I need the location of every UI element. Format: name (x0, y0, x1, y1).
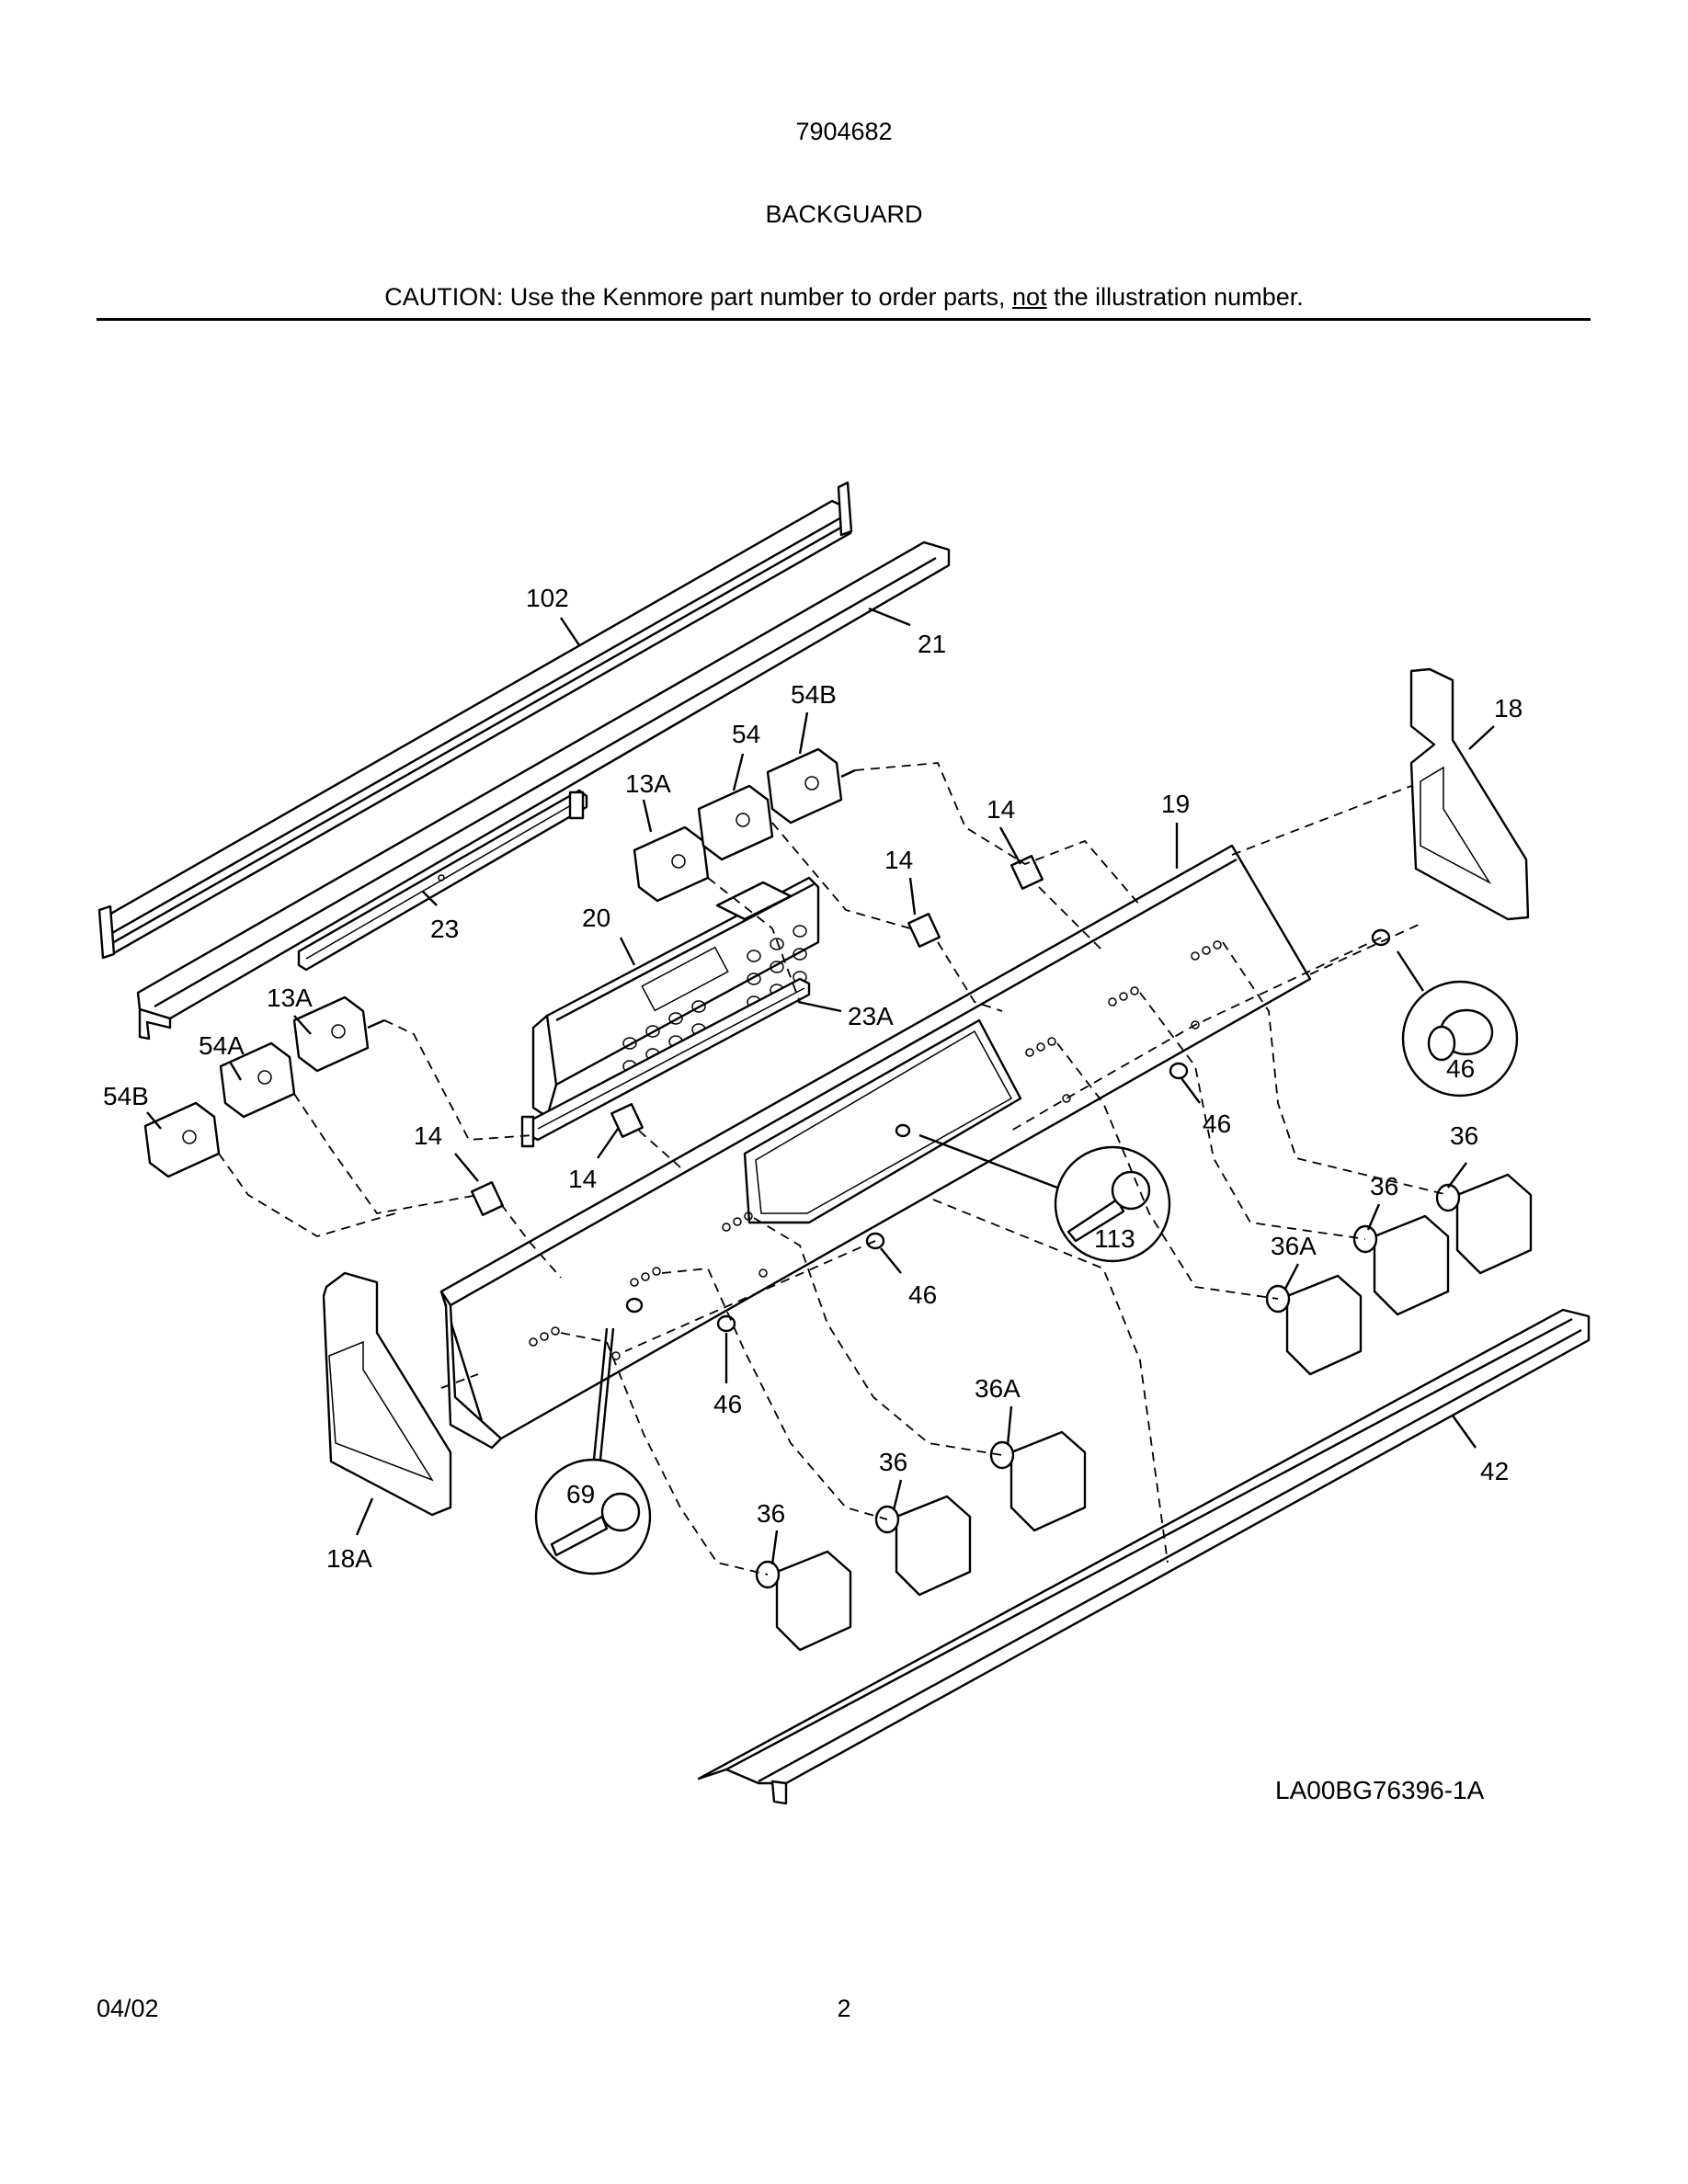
panel-mount-holes (529, 940, 1222, 1360)
caution-note: CAUTION: Use the Kenmore part number to … (0, 283, 1688, 312)
model-number: 7904682 (795, 118, 893, 145)
part-18a-left-end-cap (322, 1271, 452, 1517)
section-title: BACKGUARD (765, 200, 923, 228)
callout-54b-top: 54B (791, 680, 837, 709)
callout-18: 18 (1494, 694, 1523, 722)
switch-13a-top (633, 825, 710, 903)
callout-36a-mid: 36A (975, 1374, 1021, 1403)
callout-46-b: 46 (1446, 1054, 1475, 1083)
part-18-right-end-cap (1409, 667, 1530, 921)
callout-36a-right: 36A (1271, 1232, 1317, 1260)
callout-14-b: 14 (884, 846, 913, 874)
callout-18a: 18A (326, 1544, 372, 1573)
caution-suffix: the illustration number. (1046, 283, 1304, 311)
caution-prefix: CAUTION: Use the Kenmore part number to … (384, 283, 1013, 311)
screw-46-right (1169, 1062, 1189, 1080)
clip-14-upper-mid (907, 913, 941, 948)
callout-13a-left: 13A (267, 984, 313, 1012)
callout-69: 69 (566, 1480, 595, 1508)
detail-46-magnified (1396, 950, 1519, 1098)
caution-emphasis: not (1012, 283, 1047, 311)
part-21-channel (136, 540, 951, 1041)
switch-54b-left (143, 1101, 221, 1178)
callout-54a-left: 54A (199, 1031, 245, 1060)
callout-54b-left: 54B (103, 1082, 149, 1110)
part-23-bracket (297, 789, 588, 972)
callout-leader-lines (146, 607, 1495, 1565)
knob-36-right (1352, 1214, 1450, 1316)
switch-54-top (697, 784, 774, 861)
callout-46-a: 46 (1203, 1109, 1231, 1138)
clip-14-lower-mid (610, 1103, 644, 1138)
detail-113-magnified (918, 1133, 1171, 1263)
part-102-trim-rail (97, 481, 853, 960)
callout-23a: 23A (848, 1002, 894, 1030)
callout-102: 102 (526, 584, 569, 612)
callout-20: 20 (582, 904, 610, 932)
clip-14-lower-left (471, 1181, 504, 1216)
screw-46-low (716, 1314, 736, 1333)
part-19-backguard-panel (439, 844, 1312, 1450)
footer-date: 04/02 (97, 1995, 159, 2022)
callout-36-d: 36 (757, 1499, 785, 1528)
callout-14-c: 14 (414, 1121, 442, 1150)
callout-113: 113 (1094, 1224, 1135, 1253)
callout-19: 19 (1161, 790, 1190, 818)
drawing-id: LA00BG76396-1A (1275, 1776, 1485, 1804)
callout-14-d: 14 (568, 1165, 597, 1193)
knob-36-mid (874, 1495, 972, 1597)
detail-69-magnified (534, 1327, 652, 1575)
assembly-guide-lines (218, 762, 1449, 1575)
callout-labels: 102 21 23 20 23A 13A 54 54B 14 14 19 18 … (103, 584, 1523, 1804)
callout-36-b: 36 (1370, 1172, 1398, 1200)
header-rule (97, 318, 1591, 321)
callout-54-top: 54 (732, 720, 760, 748)
part-42-bottom-trim (697, 1308, 1591, 1805)
knob-36a-mid (989, 1430, 1087, 1532)
knob-36-left (755, 1550, 852, 1652)
switch-13a-left (292, 995, 385, 1073)
callout-13a-top: 13A (625, 769, 671, 798)
knob-36a-right (1265, 1274, 1363, 1376)
callout-46-d: 46 (713, 1390, 742, 1418)
callout-42: 42 (1480, 1457, 1509, 1485)
callout-21: 21 (918, 630, 946, 658)
part-20-control-board (531, 876, 820, 1119)
callout-36-a: 36 (1450, 1121, 1478, 1150)
screw-small-panel (625, 1123, 911, 1314)
callout-14-a: 14 (987, 795, 1015, 824)
callout-46-c: 46 (908, 1280, 937, 1309)
callout-36-c: 36 (879, 1448, 907, 1476)
knob-36-right-far (1435, 1173, 1533, 1275)
part-23a-bracket (520, 977, 811, 1148)
switch-54b-top (766, 747, 856, 825)
footer-page-number: 2 (837, 1995, 851, 2022)
clip-14-upper-right (1010, 855, 1044, 890)
callout-23: 23 (430, 915, 459, 943)
keypad-buttons (622, 925, 807, 1073)
